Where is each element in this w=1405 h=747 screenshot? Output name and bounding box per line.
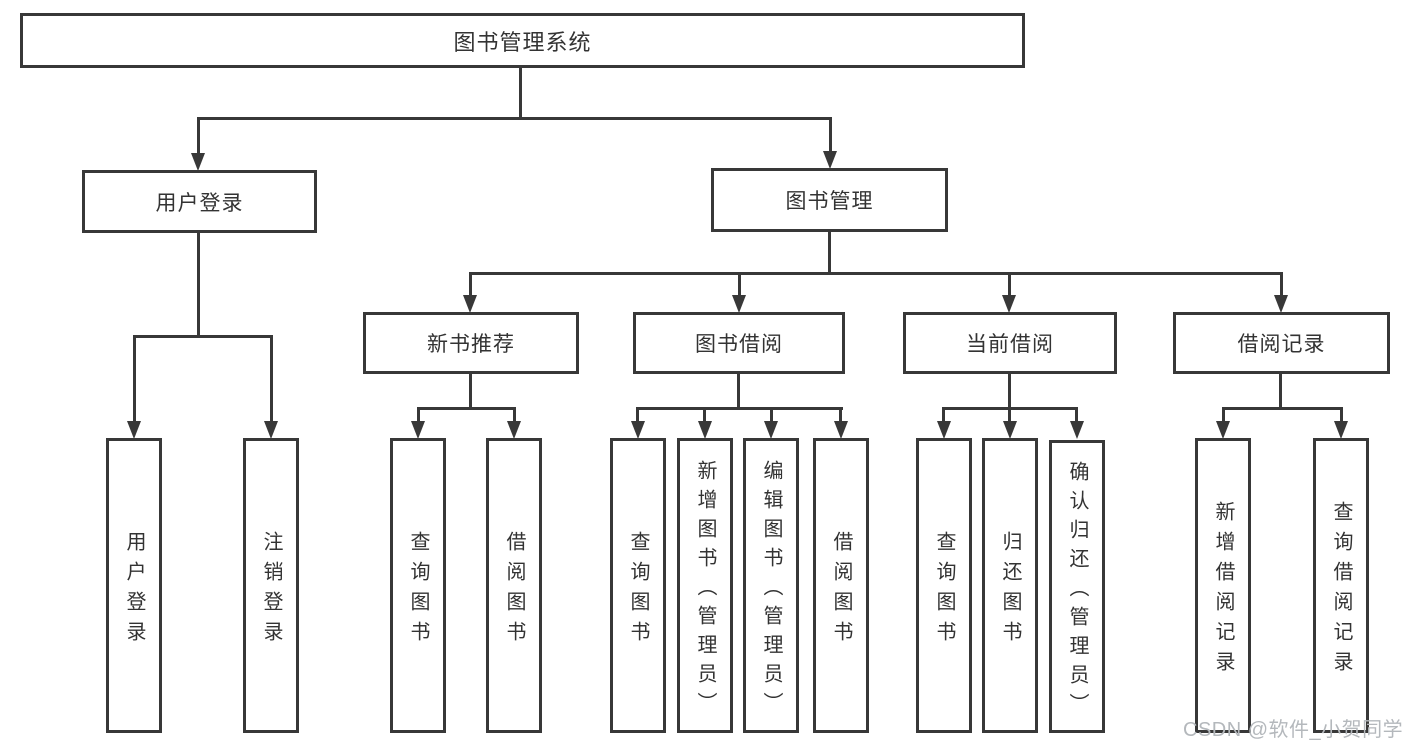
connector-login-stem bbox=[197, 233, 200, 338]
arrowhead-current bbox=[1002, 295, 1016, 313]
node-book-borrow-label: 图书借阅 bbox=[695, 333, 783, 356]
connector-borrow-stem bbox=[737, 374, 740, 410]
leaf-borrow-query-books-label: 查询图书 bbox=[627, 530, 649, 651]
leaf-query-borrow-record: 查询借阅记录 bbox=[1313, 438, 1369, 733]
leaf-logout-label: 注销登录 bbox=[260, 530, 282, 651]
connector-management-rail bbox=[469, 272, 1283, 275]
connector-records-drop bbox=[1280, 272, 1283, 295]
leaf-edit-book-admin: 编辑图书（管理员） bbox=[743, 438, 799, 733]
connector-recommend-leaf2-drop bbox=[513, 407, 516, 424]
node-root: 图书管理系统 bbox=[20, 13, 1025, 68]
connector-management-drop bbox=[829, 117, 832, 153]
arrowhead-recommend bbox=[463, 295, 477, 313]
connector-current-drop bbox=[1008, 272, 1011, 295]
leaf-add-book-admin: 新增图书（管理员） bbox=[677, 438, 733, 733]
arrowhead-management bbox=[823, 151, 837, 169]
node-book-management-label: 图书管理 bbox=[785, 190, 874, 213]
connector-records-rail bbox=[1222, 407, 1343, 410]
connector-records-leaf1-drop bbox=[1222, 407, 1225, 424]
node-user-login: 用户登录 bbox=[82, 170, 317, 233]
connector-borrow-leaf3-drop bbox=[770, 407, 773, 424]
connector-borrow-rail bbox=[636, 407, 843, 410]
arrowhead-recommend-leaf2 bbox=[507, 421, 521, 439]
leaf-logout: 注销登录 bbox=[243, 438, 299, 733]
leaf-current-query-books-label: 查询图书 bbox=[933, 530, 955, 651]
arrowhead-login bbox=[191, 153, 205, 171]
connector-current-leaf1-drop bbox=[942, 407, 945, 424]
leaf-recommend-borrow-books: 借阅图书 bbox=[486, 438, 542, 733]
watermark: CSDN @软件_小贺同学 bbox=[1183, 719, 1404, 741]
node-book-borrow: 图书借阅 bbox=[633, 312, 845, 374]
node-new-book-recommend: 新书推荐 bbox=[363, 312, 579, 374]
connector-borrow-leaf4-drop bbox=[839, 407, 842, 424]
connector-borrow-drop bbox=[738, 272, 741, 295]
leaf-add-borrow-record: 新增借阅记录 bbox=[1195, 438, 1251, 733]
arrowhead-borrow-leaf4 bbox=[834, 421, 848, 439]
node-borrow-records-label: 借阅记录 bbox=[1237, 333, 1326, 356]
arrowhead-recommend-leaf1 bbox=[411, 421, 425, 439]
connector-root-stem bbox=[519, 68, 522, 120]
connector-recommend-rail bbox=[417, 407, 516, 410]
leaf-add-book-admin-label: 新增图书（管理员） bbox=[694, 460, 716, 721]
leaf-query-borrow-record-label: 查询借阅记录 bbox=[1330, 500, 1352, 681]
connector-login-rail bbox=[133, 335, 273, 338]
connector-login-drop bbox=[197, 117, 200, 155]
arrowhead-borrow-leaf1 bbox=[631, 421, 645, 439]
leaf-recommend-borrow-books-label: 借阅图书 bbox=[503, 530, 525, 651]
node-book-management: 图书管理 bbox=[711, 168, 948, 232]
leaf-add-borrow-record-label: 新增借阅记录 bbox=[1212, 500, 1234, 681]
connector-recommend-drop bbox=[469, 272, 472, 295]
arrowhead-current-leaf2 bbox=[1003, 421, 1017, 439]
connector-recommend-stem bbox=[469, 374, 472, 410]
arrowhead-borrow-leaf2 bbox=[698, 421, 712, 439]
node-borrow-records: 借阅记录 bbox=[1173, 312, 1390, 374]
arrowhead-current-leaf3 bbox=[1070, 421, 1084, 439]
node-current-borrow: 当前借阅 bbox=[903, 312, 1117, 374]
connector-borrow-leaf1-drop bbox=[636, 407, 639, 424]
connector-current-leaf2-drop bbox=[1008, 407, 1011, 424]
node-root-label: 图书管理系统 bbox=[453, 29, 592, 55]
leaf-return-book-label: 归还图书 bbox=[999, 530, 1021, 651]
leaf-confirm-return-admin: 确认归还（管理员） bbox=[1049, 440, 1105, 733]
connector-current-leaf3-drop bbox=[1075, 407, 1078, 424]
arrowhead-current-leaf1 bbox=[937, 421, 951, 439]
connector-root-rail bbox=[197, 117, 832, 120]
connector-recommend-leaf1-drop bbox=[417, 407, 420, 424]
arrowhead-records-leaf1 bbox=[1216, 421, 1230, 439]
leaf-user-login: 用户登录 bbox=[106, 438, 162, 733]
arrowhead-login-leaf2 bbox=[264, 421, 278, 439]
connector-records-leaf2-drop bbox=[1340, 407, 1343, 424]
leaf-borrow-books-label: 借阅图书 bbox=[830, 530, 852, 651]
connector-borrow-leaf2-drop bbox=[703, 407, 706, 424]
leaf-edit-book-admin-label: 编辑图书（管理员） bbox=[760, 460, 782, 721]
leaf-confirm-return-admin-label: 确认归还（管理员） bbox=[1066, 461, 1088, 722]
connector-records-stem bbox=[1279, 374, 1282, 410]
node-current-borrow-label: 当前借阅 bbox=[966, 333, 1054, 356]
leaf-current-query-books: 查询图书 bbox=[916, 438, 972, 733]
leaf-recommend-query-books: 查询图书 bbox=[390, 438, 446, 733]
arrowhead-login-leaf1 bbox=[127, 421, 141, 439]
leaf-recommend-query-books-label: 查询图书 bbox=[407, 530, 429, 651]
leaf-user-login-label: 用户登录 bbox=[123, 530, 145, 651]
arrowhead-borrow bbox=[732, 295, 746, 313]
leaf-borrow-query-books: 查询图书 bbox=[610, 438, 666, 733]
connector-login-leaf2-drop bbox=[270, 335, 273, 424]
leaf-borrow-books: 借阅图书 bbox=[813, 438, 869, 733]
node-new-book-recommend-label: 新书推荐 bbox=[427, 333, 515, 356]
leaf-return-book: 归还图书 bbox=[982, 438, 1038, 733]
connector-login-leaf1-drop bbox=[133, 335, 136, 424]
arrowhead-borrow-leaf3 bbox=[764, 421, 778, 439]
connector-current-stem bbox=[1008, 374, 1011, 410]
connector-management-stem bbox=[828, 232, 831, 275]
arrowhead-records-leaf2 bbox=[1334, 421, 1348, 439]
node-user-login-label: 用户登录 bbox=[155, 191, 244, 215]
arrowhead-records bbox=[1274, 295, 1288, 313]
